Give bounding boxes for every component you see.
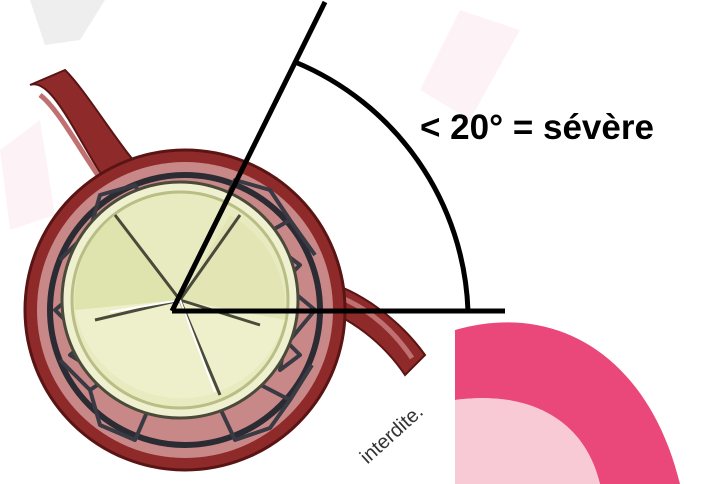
angle-oblique-line bbox=[169, 0, 328, 313]
watermark-shapes bbox=[0, 0, 680, 484]
valve-leaflet-left bbox=[74, 215, 180, 310]
valve-leaflet-bottom bbox=[75, 300, 285, 399]
angle-severity-label: < 20° = sévère bbox=[420, 108, 654, 147]
valve-commissure-highlights bbox=[109, 299, 216, 393]
watermark-grey-shape bbox=[30, 0, 105, 45]
valve-leaflet-right bbox=[180, 215, 286, 320]
valve-commissures bbox=[94, 214, 261, 396]
watermark-magenta-arc bbox=[455, 322, 680, 484]
watermark-pink-fill bbox=[455, 330, 600, 484]
angle-arc bbox=[294, 59, 471, 312]
angle-annotation bbox=[169, 0, 505, 314]
watermark-pink-stroke-1 bbox=[420, 10, 520, 120]
watermark-pink-stroke-2 bbox=[0, 120, 55, 230]
